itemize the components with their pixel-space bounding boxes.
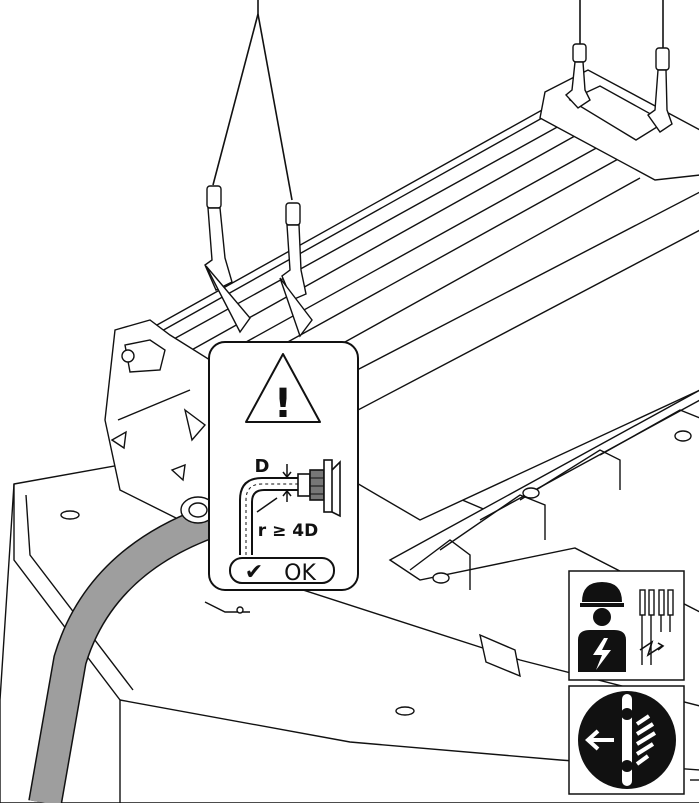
cable-gland: [180, 496, 216, 524]
diameter-label: D: [255, 456, 270, 477]
hanger-left: [204, 185, 313, 338]
bend-radius-illustration: [239, 459, 341, 555]
qualified-electrician-icon: [568, 570, 685, 681]
warning-triangle-icon: !: [245, 353, 321, 427]
check-icon: ✔: [245, 560, 263, 585]
bend-radius-callout: ! D r ≥ 4D ✔ OK: [208, 341, 359, 591]
hanger-right: [564, 43, 673, 133]
disconnect-power-icon: [568, 685, 685, 795]
suspension-wires: [212, 0, 664, 201]
radius-label: r ≥ 4D: [258, 521, 318, 541]
ok-text: OK: [284, 561, 316, 586]
warning-symbol: !: [274, 381, 292, 427]
ok-badge: ✔ OK: [229, 557, 335, 586]
